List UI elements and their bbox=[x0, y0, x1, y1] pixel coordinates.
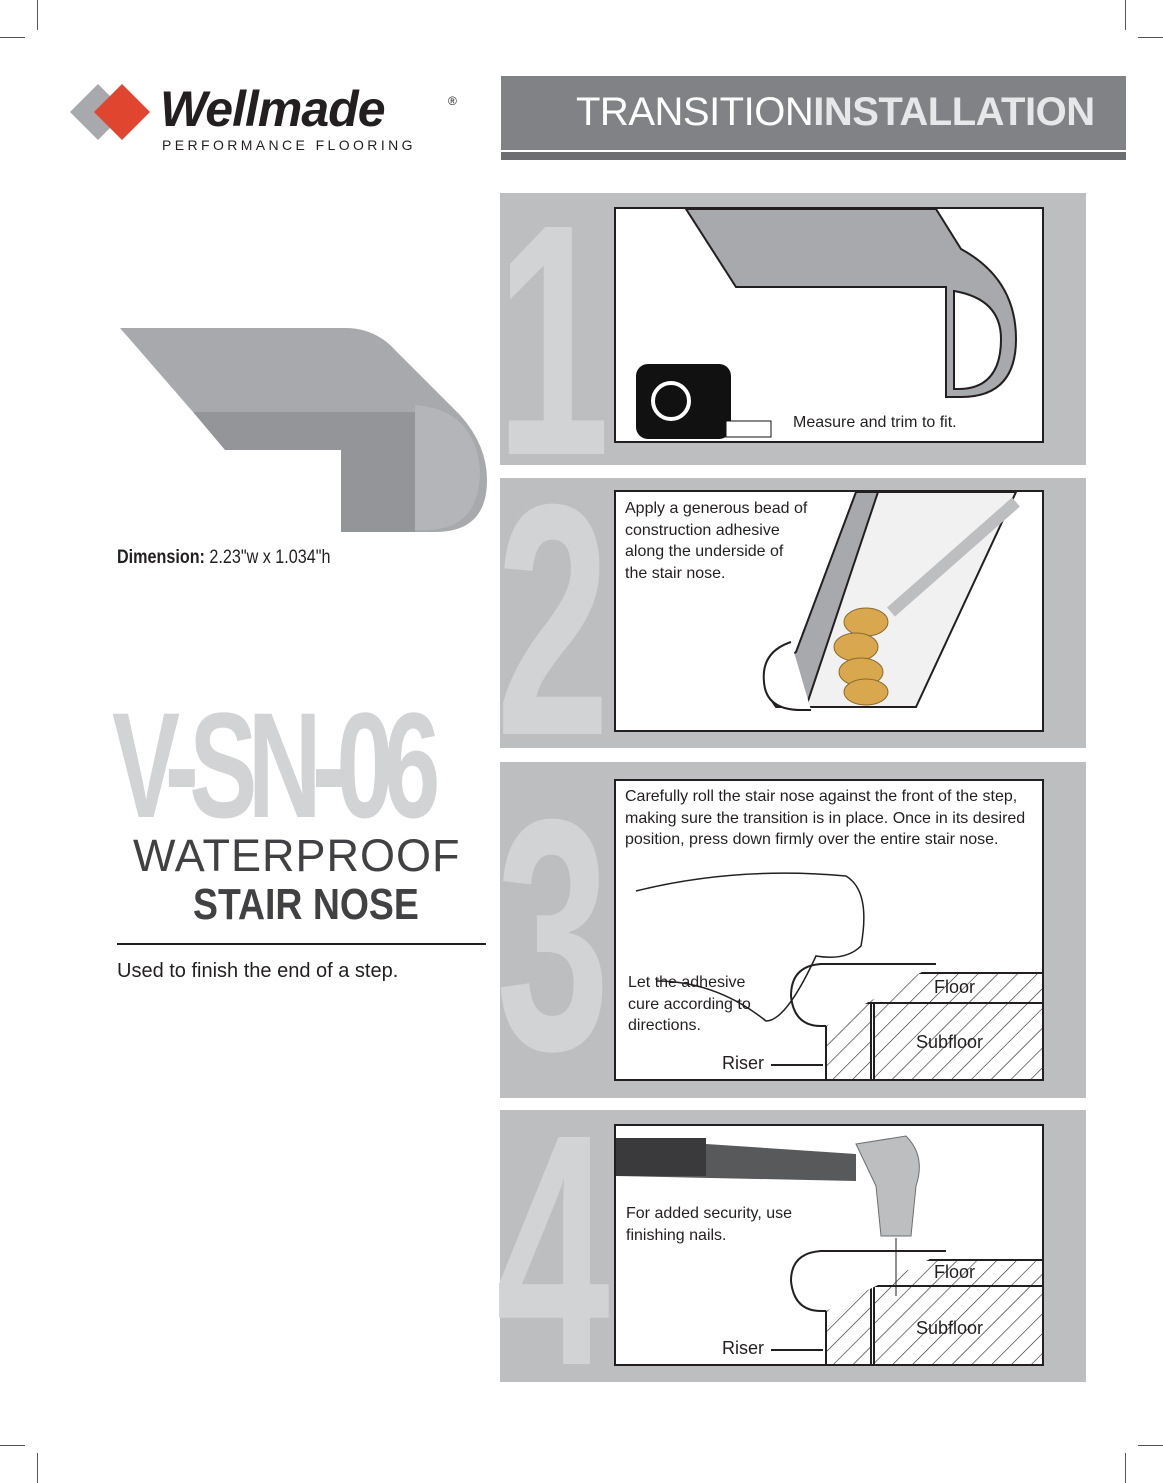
step-4-illustration: For added security, use finishing nails.… bbox=[614, 1124, 1044, 1366]
stair-nose-profile-image bbox=[120, 328, 487, 532]
brand-logo-icon bbox=[70, 84, 150, 140]
riser-label: Riser bbox=[722, 1338, 765, 1358]
header-underline bbox=[501, 152, 1126, 160]
crop-mark bbox=[37, 0, 38, 30]
step-1-illustration: Measure and trim to fit. bbox=[614, 207, 1044, 443]
crop-mark bbox=[1138, 37, 1163, 38]
product-line2: STAIR NOSE bbox=[193, 880, 419, 929]
product-description: Used to finish the end of a step. bbox=[117, 960, 399, 982]
step-3-note: Let the adhesive cure according to direc… bbox=[628, 974, 751, 1034]
hammer-nail-icon bbox=[616, 1135, 1042, 1364]
crop-mark bbox=[1125, 0, 1126, 30]
subfloor-label: Subfloor bbox=[916, 1032, 984, 1052]
floor-label: Floor bbox=[934, 1262, 976, 1282]
step-4-text: For added security, use finishing nails. bbox=[626, 1205, 793, 1244]
floor-label: Floor bbox=[934, 977, 976, 997]
crop-mark bbox=[1138, 1445, 1163, 1446]
subfloor-label: Subfloor bbox=[916, 1318, 984, 1338]
step-3-number: 3 bbox=[496, 750, 610, 1119]
crop-mark bbox=[1125, 1453, 1126, 1483]
dimension: Dimension: 2.23"w x 1.034"h bbox=[117, 547, 331, 568]
crop-mark bbox=[0, 1445, 25, 1446]
step-2-text: Apply a generous bead of construction ad… bbox=[625, 500, 808, 582]
crop-mark bbox=[0, 37, 25, 38]
brand-name: Wellmade bbox=[160, 81, 385, 137]
step-3-text: Carefully roll the stair nose against th… bbox=[625, 788, 1026, 848]
step-1-text: Measure and trim to fit. bbox=[793, 414, 957, 431]
step-2-number: 2 bbox=[496, 435, 610, 804]
divider bbox=[117, 943, 486, 945]
product-code: V-SN-06 bbox=[112, 681, 440, 849]
riser-arrow-icon bbox=[771, 1349, 823, 1351]
step-4-number: 4 bbox=[496, 1065, 610, 1434]
adhesive-application-icon bbox=[762, 492, 1020, 711]
stair-section-icon bbox=[635, 872, 1042, 1079]
crop-mark bbox=[37, 1453, 38, 1483]
product-line1: WATERPROOF bbox=[133, 830, 461, 881]
step-2-illustration: Apply a generous bead of construction ad… bbox=[614, 490, 1044, 732]
brand-tagline: PERFORMANCE FLOORING bbox=[162, 137, 416, 153]
step-1-number: 1 bbox=[496, 155, 610, 524]
header-banner bbox=[501, 76, 1126, 150]
riser-label: Riser bbox=[722, 1053, 765, 1073]
page-title: TRANSITIONINSTALLATION bbox=[576, 90, 1095, 134]
registered-mark: ® bbox=[448, 94, 457, 108]
stair-nose-measure-icon bbox=[636, 209, 1018, 439]
step-3-illustration: Carefully roll the stair nose against th… bbox=[614, 779, 1044, 1081]
riser-arrow-icon bbox=[771, 1064, 823, 1066]
